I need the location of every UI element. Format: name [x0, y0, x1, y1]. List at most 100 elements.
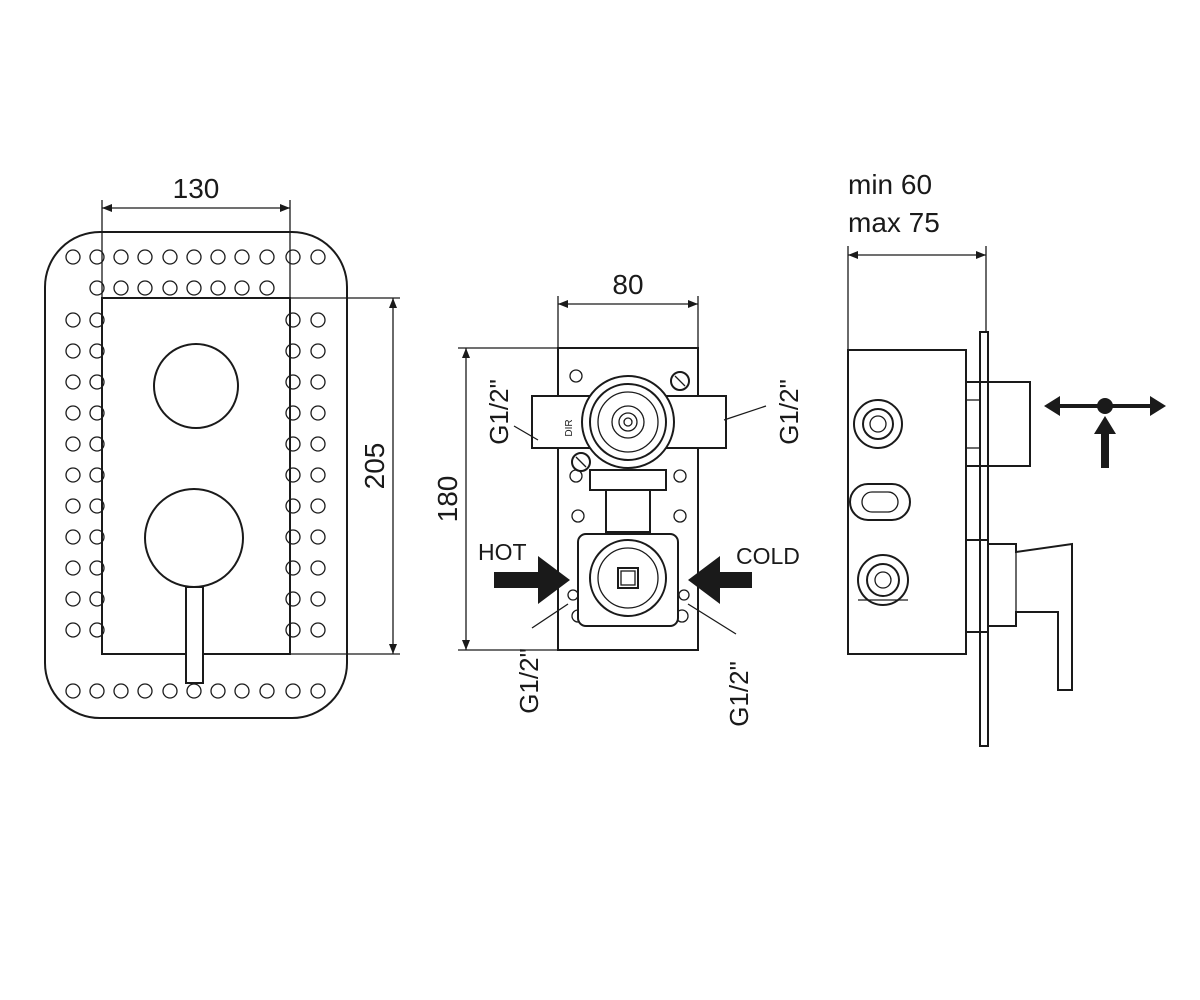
- plate-hole: [285, 467, 301, 483]
- box-width-label: 80: [612, 269, 643, 300]
- plate-hole: [310, 374, 326, 390]
- plate-hole: [65, 622, 81, 638]
- valve-screw-top: [670, 371, 690, 391]
- front-view: 130 205: [44, 173, 400, 719]
- box-height-label: 180: [432, 476, 463, 523]
- plate-holes: [65, 249, 326, 699]
- plate-hole: [210, 280, 226, 296]
- plate-hole: [89, 683, 105, 699]
- thread-label-top-left: G1/2": [484, 379, 514, 445]
- diverter-flow-icon: [1044, 396, 1166, 468]
- plate-hole: [65, 405, 81, 421]
- plate-hole: [113, 249, 129, 265]
- plate-hole: [89, 560, 105, 576]
- plate-hole: [65, 591, 81, 607]
- depth-max-label: max 75: [848, 207, 940, 238]
- plate-hole: [89, 374, 105, 390]
- plate-hole: [162, 683, 178, 699]
- cold-label: COLD: [736, 543, 800, 569]
- plate-hole: [89, 436, 105, 452]
- plate-hole: [310, 405, 326, 421]
- plate-hole: [310, 683, 326, 699]
- wall-plate-outline: [44, 231, 348, 719]
- cartridge-mark: DIR: [564, 419, 575, 436]
- plate-hole: [234, 683, 250, 699]
- plate-hole: [285, 622, 301, 638]
- mixer-valve-body: [567, 533, 690, 627]
- plate-hole: [89, 467, 105, 483]
- plate-hole: [285, 529, 301, 545]
- arrow-left-icon: [688, 556, 752, 604]
- plate-hole: [259, 683, 275, 699]
- dimension-height-205: 205: [290, 297, 400, 655]
- plate-hole: [65, 343, 81, 359]
- hot-label: HOT: [478, 539, 527, 565]
- plate-hole: [65, 560, 81, 576]
- plate-hole: [210, 683, 226, 699]
- plate-hole: [234, 249, 250, 265]
- plate-hole: [285, 405, 301, 421]
- plate-hole: [285, 249, 301, 265]
- plate-hole: [89, 498, 105, 514]
- plate-hole: [285, 498, 301, 514]
- plate-hole: [186, 683, 202, 699]
- plate-hole: [65, 374, 81, 390]
- plate-hole: [285, 312, 301, 328]
- plate-hole: [65, 467, 81, 483]
- plate-hole: [210, 249, 226, 265]
- dimension-depth: min 60 max 75: [847, 169, 987, 350]
- dimension-height-180: 180: [432, 347, 558, 651]
- plate-hole: [285, 591, 301, 607]
- plate-hole: [310, 312, 326, 328]
- thread-label-bottom-left: G1/2": [514, 648, 544, 714]
- plate-hole: [65, 312, 81, 328]
- mounting-box: [557, 347, 699, 651]
- plate-hole: [65, 249, 81, 265]
- plate-hole: [65, 529, 81, 545]
- plate-hole: [186, 249, 202, 265]
- plate-hole: [113, 683, 129, 699]
- plate-hole: [285, 436, 301, 452]
- valve-screw-bottom: [571, 452, 591, 472]
- plate-hole: [259, 249, 275, 265]
- plate-hole: [285, 560, 301, 576]
- plate-hole: [310, 622, 326, 638]
- mixer-knob: [144, 488, 244, 588]
- plate-hole: [89, 249, 105, 265]
- mixer-lever: [185, 586, 204, 684]
- plate-hole: [162, 280, 178, 296]
- plate-hole: [310, 529, 326, 545]
- box-screw-holes: [569, 369, 689, 623]
- plate-hole: [310, 436, 326, 452]
- side-mixer-lever: [965, 539, 1073, 691]
- plate-hole: [285, 343, 301, 359]
- plate-hole: [89, 529, 105, 545]
- plate-hole: [137, 280, 153, 296]
- plate-hole: [186, 280, 202, 296]
- diverter-valve-body: DIR: [531, 371, 727, 533]
- plate-hole: [89, 280, 105, 296]
- plate-hole: [285, 374, 301, 390]
- side-diverter-knob: [965, 381, 1031, 467]
- plate-hole: [89, 312, 105, 328]
- plate-hole: [137, 683, 153, 699]
- thread-label-top-right: G1/2": [774, 379, 804, 445]
- box-view: 80 180: [432, 269, 804, 727]
- dimension-width-130: 130: [101, 173, 291, 298]
- diverter-knob: [153, 343, 239, 429]
- plate-hole: [310, 591, 326, 607]
- plate-hole: [259, 280, 275, 296]
- plate-hole: [89, 343, 105, 359]
- plate-hole: [234, 280, 250, 296]
- plate-hole: [310, 249, 326, 265]
- plate-hole: [310, 560, 326, 576]
- plate-hole: [285, 683, 301, 699]
- plate-hole: [65, 498, 81, 514]
- dimension-width-label: 130: [173, 173, 220, 204]
- dimension-height-label: 205: [359, 443, 390, 490]
- plate-hole: [65, 683, 81, 699]
- plate-hole: [310, 498, 326, 514]
- dimension-width-80: 80: [557, 269, 699, 348]
- plate-hole: [65, 436, 81, 452]
